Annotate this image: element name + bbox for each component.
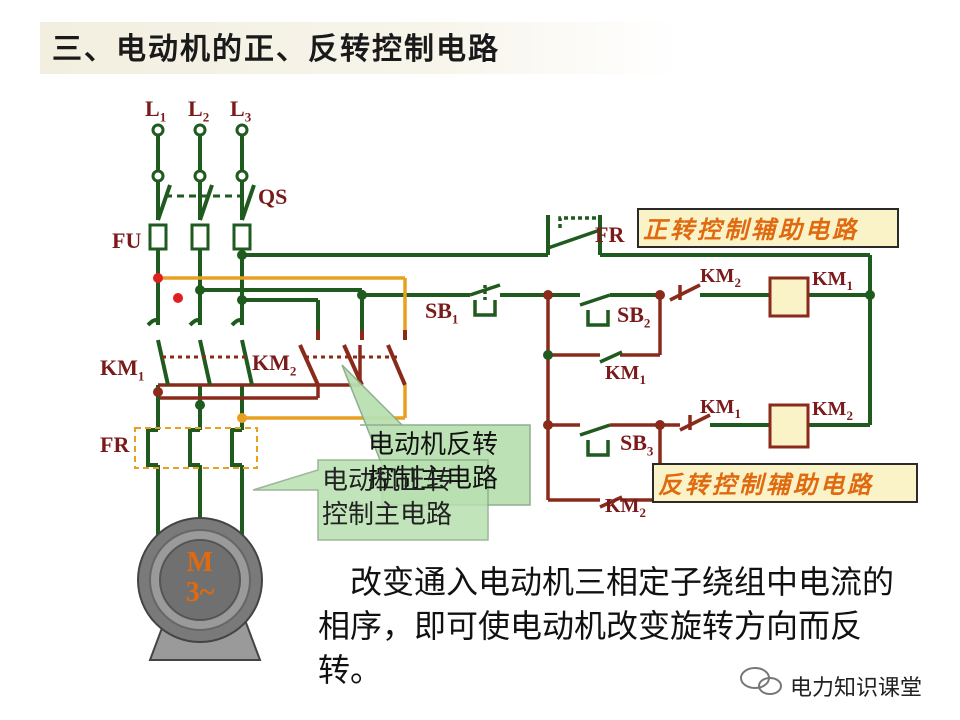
- junctions: [153, 250, 875, 430]
- label-km1-main: KM1: [100, 355, 145, 384]
- forward-aux-label: 正转控制辅助电路: [643, 215, 859, 244]
- km1-hold-contact: [599, 350, 623, 364]
- explanation-text: 改变通入电动机三相定子绕组中电流的相序，即可使电动机改变旋转方向而反转。: [318, 563, 895, 689]
- sb2-button: [579, 293, 611, 327]
- label-sb3: SB3: [620, 430, 654, 459]
- label-km1-interlock: KM1: [700, 396, 741, 421]
- label-fu: FU: [112, 228, 142, 253]
- label-l3: L3: [230, 96, 252, 125]
- callout-forward-bubble: [252, 459, 489, 541]
- callout-forward-text: 电动机正转控制主电路: [322, 466, 453, 530]
- page-title: 三、电动机的正、反转控制电路: [52, 32, 500, 67]
- label-km2-interlock: KM2: [700, 265, 741, 290]
- label-km2-coil: KM2: [812, 398, 853, 423]
- label-fr-ctrl: FR: [595, 222, 625, 247]
- watermark: 电力知识课堂: [790, 676, 923, 701]
- fr-main-elements: [146, 428, 242, 467]
- km1-interlock-contact: [679, 413, 711, 432]
- km2-hold-contact: [599, 495, 623, 509]
- terminals: [151, 123, 249, 183]
- km1-coil: [768, 276, 810, 318]
- qs-switch: [156, 184, 256, 221]
- label-fr-main: FR: [100, 432, 130, 457]
- km2-interlock-contact: [669, 283, 701, 302]
- sb3-button: [579, 423, 611, 457]
- label-km1-coil: KM1: [812, 268, 853, 293]
- km2-coil: [768, 403, 810, 449]
- label-km1-hold: KM1: [605, 362, 646, 387]
- reverse-aux-label: 反转控制辅助电路: [658, 470, 874, 499]
- fr-box: [134, 427, 258, 469]
- label-km2-main: KM2: [252, 350, 297, 379]
- km1-main-contacts: [146, 318, 254, 386]
- fr-control-contact: [547, 216, 602, 250]
- brown-wires: [158, 295, 680, 502]
- label-km2-hold: KM2: [605, 495, 646, 520]
- label-sb2: SB2: [617, 302, 651, 331]
- label-qs: QS: [258, 184, 288, 209]
- forward-aux-box: [637, 208, 899, 248]
- callout-reverse-text: 电动机反转控制主电路: [368, 430, 499, 494]
- motor: [137, 517, 263, 661]
- wechat-icon: [740, 667, 782, 695]
- label-l2: L2: [188, 96, 210, 125]
- km2-main-contacts: [298, 330, 407, 386]
- title-background: [40, 22, 680, 74]
- label-sb1: SB1: [425, 298, 459, 327]
- reverse-aux-box: [652, 463, 918, 503]
- fuses: [148, 223, 252, 251]
- sb1-button: [469, 283, 501, 317]
- label-l1: L1: [145, 96, 167, 125]
